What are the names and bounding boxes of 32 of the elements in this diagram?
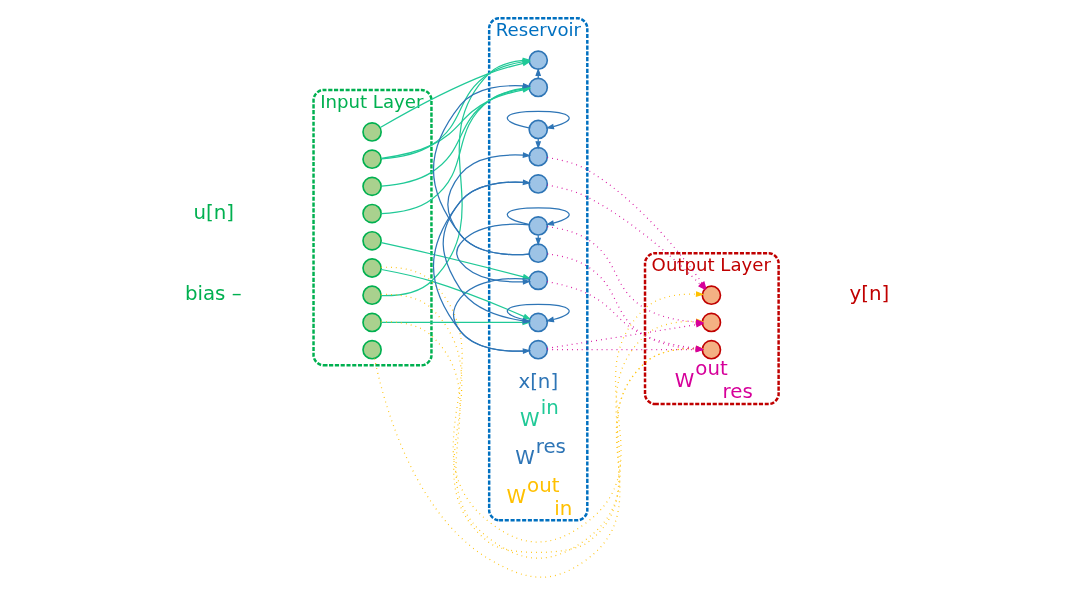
cluster: Input Layer xyxy=(312,88,433,367)
label: u[n] xyxy=(193,200,235,224)
node-circle xyxy=(528,50,549,71)
arrow xyxy=(447,152,532,256)
label: bias – xyxy=(184,282,242,306)
node-circle xyxy=(362,285,382,306)
label: y[n] xyxy=(849,282,890,306)
node-circle xyxy=(362,230,382,251)
node-circle xyxy=(528,243,549,264)
node-circle xyxy=(362,339,382,360)
arrow xyxy=(506,110,570,130)
node-circle xyxy=(528,270,549,291)
node-circle xyxy=(362,258,382,278)
node-circle xyxy=(701,312,722,333)
node-circle xyxy=(362,122,382,142)
node-circle xyxy=(528,216,549,236)
node-circle xyxy=(362,176,382,197)
arrow xyxy=(535,234,542,246)
arrow xyxy=(506,303,570,323)
node-circle xyxy=(362,312,382,333)
node-circle xyxy=(701,339,722,360)
node-circle xyxy=(528,119,549,140)
node-circle xyxy=(528,339,549,360)
label: x[n] xyxy=(518,369,559,393)
node-circle xyxy=(528,312,549,333)
node-circle xyxy=(701,285,722,306)
arrow xyxy=(506,207,570,226)
node-circle xyxy=(528,174,549,194)
node-circle xyxy=(528,146,549,167)
node-circle xyxy=(362,149,382,170)
node-circle xyxy=(362,203,382,224)
node-circle xyxy=(528,77,549,98)
